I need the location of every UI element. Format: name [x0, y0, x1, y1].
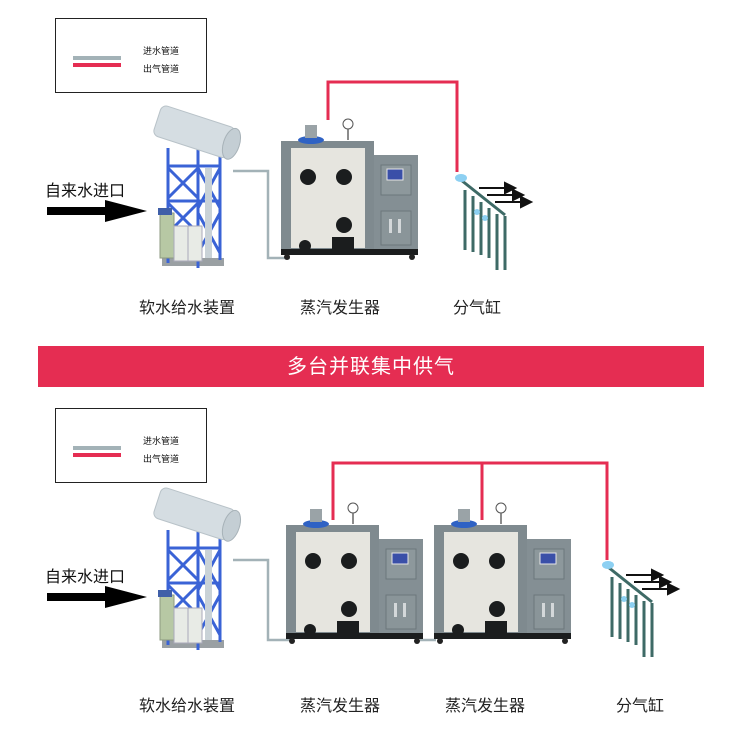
water-pipe-legend-label: 进水管道: [143, 47, 180, 57]
water-inlet-label-bottom: 自来水进口: [45, 567, 126, 586]
steam-generator-2: [433, 502, 572, 645]
legend-bottom: 进水管道 出气管道: [55, 408, 207, 483]
steam-generator-top: [280, 118, 419, 261]
caption-generator-top: 蒸汽发生器: [300, 298, 381, 317]
caption-softener-bottom: 软水给水装置: [139, 696, 236, 715]
inlet-arrow-bottom: [47, 586, 147, 608]
caption-manifold-top: 分气缸: [453, 298, 502, 317]
water-pipe-swatch: [73, 56, 121, 60]
water-pipe-swatch: [73, 446, 121, 450]
caption-generator-2: 蒸汽发生器: [445, 696, 526, 715]
steam-pipe-legend-label: 出气管道: [143, 65, 180, 75]
water-pipe-legend-label: 进水管道: [143, 437, 180, 447]
steam-generator-1: [285, 502, 424, 645]
legend-top: 进水管道 出气管道: [55, 18, 207, 93]
steam-pipe-swatch: [73, 453, 121, 457]
water-inlet-label-top: 自来水进口: [45, 181, 126, 200]
steam-pipe-swatch: [73, 63, 121, 67]
softener-unit-top: [150, 102, 246, 270]
steam-pipe-top: [326, 80, 459, 172]
water-pipe-top: [233, 169, 290, 260]
steam-pipe-legend-label: 出气管道: [143, 455, 180, 465]
caption-manifold-bottom: 分气缸: [616, 696, 665, 715]
steam-pipe-bottom: [331, 461, 609, 560]
water-pipe-bottom-1: [233, 558, 290, 642]
manifold-top: [453, 172, 533, 272]
caption-softener-top: 软水给水装置: [139, 298, 236, 317]
softener-unit-bottom: [150, 484, 246, 652]
manifold-bottom: [600, 559, 680, 659]
section-banner: 多台并联集中供气: [38, 346, 704, 387]
inlet-arrow-top: [47, 200, 147, 222]
caption-generator-1: 蒸汽发生器: [300, 696, 381, 715]
